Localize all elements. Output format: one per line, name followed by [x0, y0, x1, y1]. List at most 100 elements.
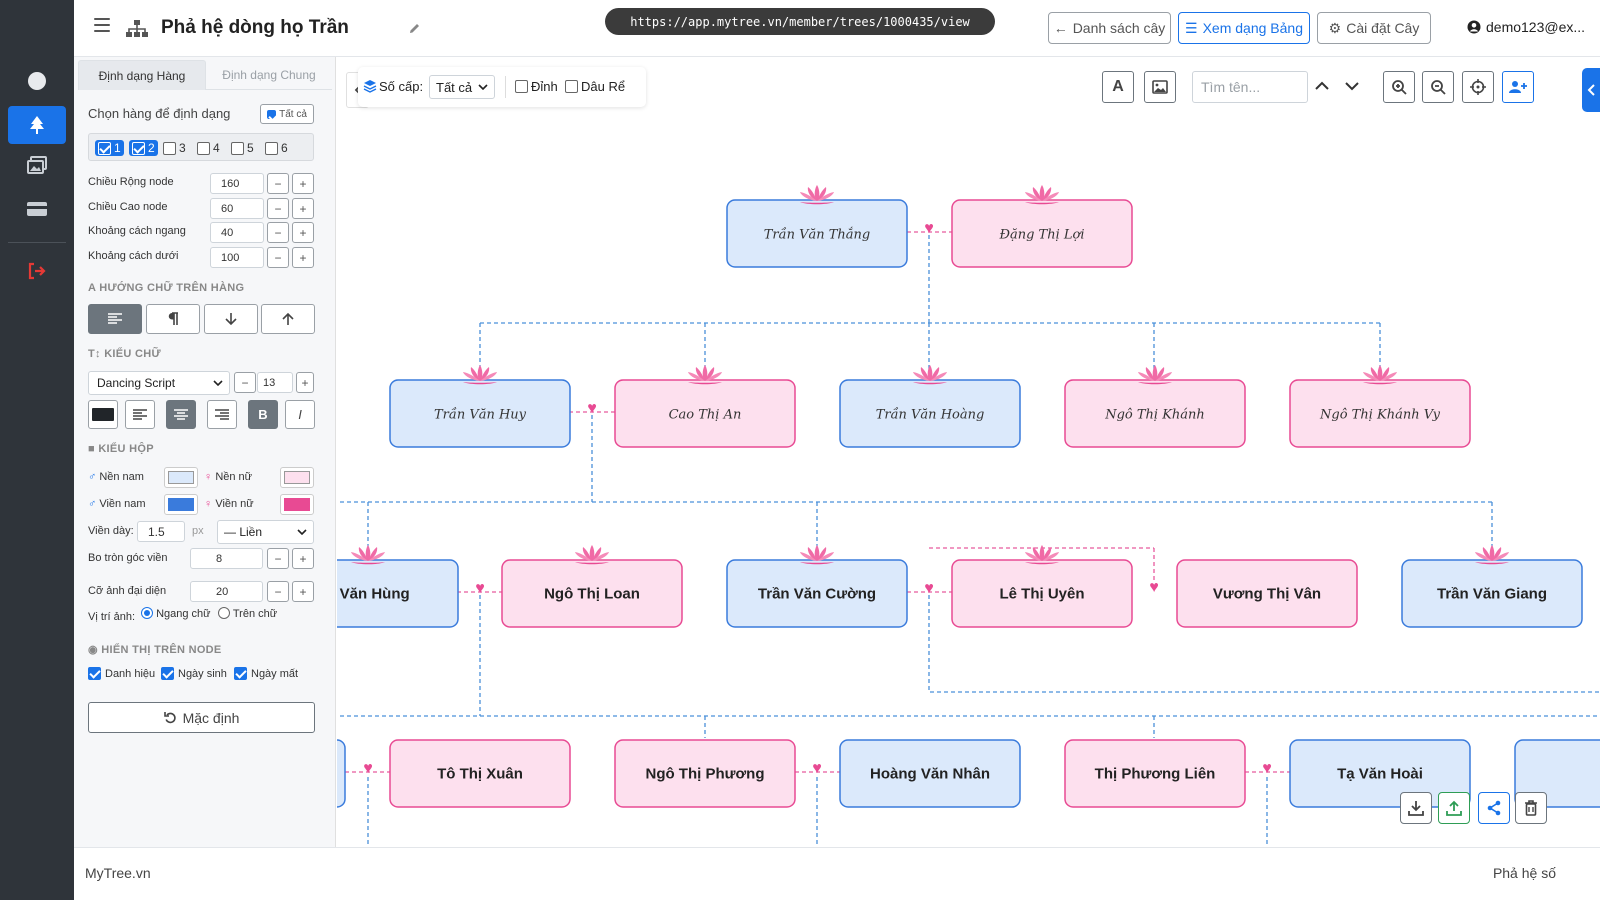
font-size-decrement[interactable]: − — [234, 372, 256, 393]
person-node[interactable] — [614, 739, 796, 808]
url-bar[interactable]: https://app.mytree.vn/member/trees/10004… — [605, 8, 995, 35]
text-tool-button[interactable]: A — [1102, 71, 1134, 103]
user-menu[interactable]: demo123@ex... — [1467, 19, 1585, 35]
horizontal-gap-decrement[interactable]: − — [267, 222, 289, 243]
share-button[interactable] — [1478, 792, 1510, 824]
horizontal-gap-input[interactable]: 40 — [210, 222, 264, 243]
table-view-button[interactable]: ☰Xem dạng Bảng — [1178, 12, 1310, 44]
corner-radius-input[interactable]: 8 — [190, 548, 263, 569]
node-width-decrement[interactable]: − — [267, 173, 289, 194]
text-color-button[interactable] — [88, 400, 118, 429]
horizontal-gap-increment[interactable]: + — [292, 222, 314, 243]
zoom-out-button[interactable] — [1422, 71, 1454, 103]
border-width-input[interactable]: 1.5 — [137, 521, 185, 542]
search-input[interactable]: Tìm tên... — [1192, 71, 1308, 103]
search-next-button[interactable] — [1343, 77, 1361, 95]
person-name: Lê Thị Uyên — [999, 586, 1084, 603]
row-checkbox-4[interactable]: 4 — [197, 140, 220, 156]
rail-home-button[interactable] — [8, 62, 66, 100]
rail-logout-button[interactable] — [8, 252, 66, 290]
in-law-checkbox[interactable]: Dâu Rể — [565, 79, 625, 94]
heart-icon: ♥ — [363, 760, 373, 777]
zoom-in-button[interactable] — [1383, 71, 1415, 103]
person-node[interactable] — [839, 739, 1021, 808]
heart-icon: ♥ — [924, 580, 934, 597]
node-width-input[interactable]: 160 — [210, 173, 264, 194]
person-name: Hoàng Văn Nhân — [870, 766, 990, 783]
heart-icon: ♥ — [475, 580, 485, 597]
person-node[interactable] — [1289, 739, 1471, 808]
partial-node[interactable] — [1514, 739, 1600, 808]
node-width-increment[interactable]: + — [292, 173, 314, 194]
row-checkbox-3[interactable]: 3 — [163, 140, 186, 156]
male-border-color[interactable] — [164, 494, 198, 515]
top-checkbox[interactable]: Đỉnh — [515, 79, 558, 94]
horizontal-gap-label: Khoảng cách ngang — [88, 225, 186, 237]
add-member-button[interactable] — [1502, 71, 1534, 103]
download-button[interactable] — [1400, 792, 1432, 824]
rail-tree-button[interactable] — [8, 106, 66, 144]
heart-icon: ♥ — [587, 400, 597, 417]
avatar-size-input[interactable]: 20 — [190, 581, 263, 602]
bold-button[interactable]: B — [248, 400, 278, 429]
delete-button[interactable] — [1515, 792, 1547, 824]
person-node[interactable] — [1176, 559, 1358, 628]
row-checkbox-6[interactable]: 6 — [265, 140, 288, 156]
image-tool-button[interactable] — [1144, 71, 1176, 103]
direction-down-button[interactable] — [204, 304, 258, 334]
image-position-above-radio[interactable]: Trên chữ — [218, 607, 277, 620]
reset-button[interactable]: Mặc định — [88, 702, 315, 733]
image-position-inline-radio[interactable]: Ngang chữ — [141, 607, 211, 620]
tree-settings-button[interactable]: ⚙Cài đặt Cây — [1317, 12, 1431, 44]
align-center-button[interactable] — [166, 400, 196, 429]
rail-payment-button[interactable] — [8, 190, 66, 228]
tree-list-button[interactable]: ←Danh sách cây — [1048, 12, 1171, 44]
tab-row-format[interactable]: Định dạng Hàng — [78, 60, 206, 90]
font-size-increment[interactable]: + — [296, 372, 314, 393]
row-checkbox-5[interactable]: 5 — [231, 140, 254, 156]
edit-title-icon[interactable] — [408, 22, 421, 38]
partial-node[interactable] — [337, 739, 346, 808]
rail-gallery-button[interactable] — [8, 146, 66, 184]
node-height-increment[interactable]: + — [292, 198, 314, 219]
align-right-button[interactable] — [207, 400, 237, 429]
center-view-button[interactable] — [1462, 71, 1494, 103]
female-border-color[interactable] — [280, 494, 314, 515]
node-height-input[interactable]: 60 — [210, 198, 264, 219]
select-all-button[interactable]: Tất cả — [260, 104, 314, 124]
avatar-size-decrement[interactable]: − — [267, 581, 289, 602]
bottom-gap-increment[interactable]: + — [292, 247, 314, 268]
font-size-input[interactable]: 13 — [257, 372, 293, 393]
display-birthdate-checkbox[interactable]: Ngày sinh — [161, 667, 227, 680]
corner-radius-increment[interactable]: + — [292, 548, 314, 569]
right-panel-toggle[interactable] — [1582, 68, 1600, 112]
display-deathdate-checkbox[interactable]: Ngày mất — [234, 667, 298, 680]
font-family-select[interactable]: Dancing Script — [88, 371, 230, 395]
search-prev-button[interactable] — [1313, 77, 1331, 95]
bottom-gap-decrement[interactable]: − — [267, 247, 289, 268]
border-style-select[interactable]: — Liền — [217, 520, 314, 544]
upload-button[interactable] — [1438, 792, 1470, 824]
node-height-decrement[interactable]: − — [267, 198, 289, 219]
bottom-gap-input[interactable]: 100 — [210, 247, 264, 268]
tab-general-format[interactable]: Định dạng Chung — [206, 60, 332, 90]
row-checkbox-2[interactable]: 2 — [129, 140, 158, 156]
female-bg-color[interactable] — [280, 467, 314, 488]
person-node[interactable] — [1064, 739, 1246, 808]
download-icon — [1408, 801, 1424, 816]
person-node[interactable] — [389, 739, 571, 808]
levels-select[interactable]: Tất cả — [429, 75, 495, 99]
direction-horizontal-button[interactable] — [88, 304, 142, 334]
display-title-checkbox[interactable]: Danh hiệu — [88, 667, 155, 680]
direction-paragraph-button[interactable] — [146, 304, 200, 334]
corner-radius-decrement[interactable]: − — [267, 548, 289, 569]
row-checkbox-1[interactable]: 1 — [95, 140, 124, 156]
font-heading: T↕ KIỂU CHỮ — [88, 348, 161, 360]
male-bg-color[interactable] — [164, 467, 198, 488]
menu-icon[interactable] — [94, 18, 110, 32]
avatar-size-increment[interactable]: + — [292, 581, 314, 602]
italic-button[interactable]: I — [285, 400, 315, 429]
direction-up-button[interactable] — [261, 304, 315, 334]
align-left-button[interactable] — [125, 400, 155, 429]
